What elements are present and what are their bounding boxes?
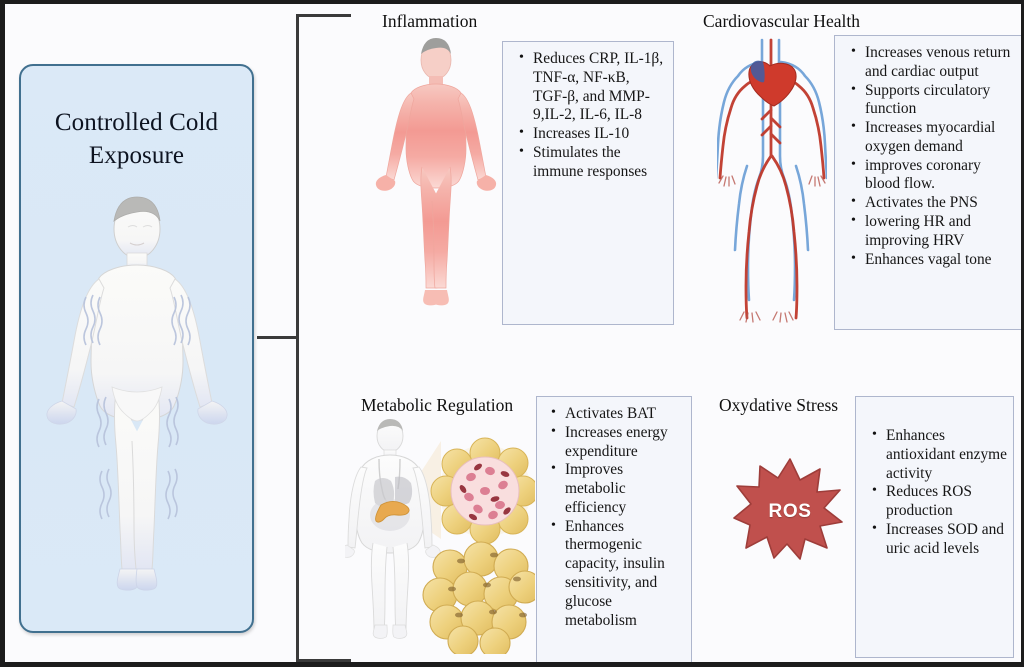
list-item: Reduces ROS production xyxy=(872,482,1007,521)
list-item: Activates BAT xyxy=(551,404,685,424)
adipose-tissue-body-figure xyxy=(339,419,542,659)
cardiovascular-bullet-box: Increases venous return and cardiac outp… xyxy=(834,35,1021,330)
list-item: lowering HR and improving HRV xyxy=(851,212,1016,251)
oxidative-bullet-box: Enhances antioxidant enzyme activityRedu… xyxy=(855,396,1014,658)
bracket-stem xyxy=(257,336,299,339)
list-item: Improves metabolic efficiency xyxy=(551,460,685,517)
page-title: Controlled Cold Exposure xyxy=(54,109,219,169)
section-title-cardiovascular: Cardiovascular Health xyxy=(703,11,860,31)
bracket-top-arm xyxy=(296,14,351,17)
list-item: Increases IL-10 xyxy=(519,124,667,144)
circulatory-system-figure xyxy=(714,36,829,337)
controlled-cold-exposure-panel: Controlled Cold Exposure xyxy=(19,64,254,633)
oxidative-bullet-list: Enhances antioxidant enzyme activityRedu… xyxy=(860,426,1007,559)
list-item: Enhances vagal tone xyxy=(851,250,1016,270)
obese-body-figure xyxy=(339,419,441,639)
metabolic-bullet-box: Activates BATIncreases energy expenditur… xyxy=(536,396,692,662)
list-item: Increases SOD and uric acid levels xyxy=(872,520,1007,559)
section-title-inflammation: Inflammation xyxy=(382,11,478,31)
list-item: Enhances thermogenic capacity, insulin s… xyxy=(551,517,685,631)
ros-burst-icon: ROS xyxy=(732,456,848,567)
list-item: Supports circulatory function xyxy=(851,81,1016,120)
list-item: Increases energy expenditure xyxy=(551,423,685,462)
list-item: Increases myocardial oxygen demand xyxy=(851,118,1016,157)
list-item: Activates the PNS xyxy=(851,193,1016,213)
section-title-oxidative: Oxydative Stress xyxy=(719,395,839,415)
white-fat-cell-cluster xyxy=(422,541,542,659)
shiver-lines xyxy=(82,294,191,520)
inflamed-human-body-figure xyxy=(373,34,499,329)
list-item: Reduces CRP, IL-1β, TNF-α, NF-κB, TGF-β,… xyxy=(519,49,667,125)
list-item: Enhances antioxidant enzyme activity xyxy=(872,426,1007,483)
section-title-metabolic: Metabolic Regulation xyxy=(361,395,514,415)
bracket-vertical xyxy=(296,14,299,662)
cardiovascular-bullet-list: Increases venous return and cardiac outp… xyxy=(839,43,1016,270)
list-item: improves coronary blood flow. xyxy=(851,156,1016,195)
heart-icon xyxy=(748,60,797,107)
list-item: Stimulates the immune responses xyxy=(519,143,667,182)
inflammation-bullet-box: Reduces CRP, IL-1β, TNF-α, NF-κB, TGF-β,… xyxy=(502,41,674,325)
brown-fat-cell-cluster xyxy=(430,437,539,545)
inflammation-bullet-list: Reduces CRP, IL-1β, TNF-α, NF-κB, TGF-β,… xyxy=(507,49,667,182)
list-item: Increases venous return and cardiac outp… xyxy=(851,43,1016,82)
bracket-bottom-arm xyxy=(296,659,351,662)
shivering-person-figure xyxy=(42,191,232,626)
metabolic-bullet-list: Activates BATIncreases energy expenditur… xyxy=(541,404,685,631)
